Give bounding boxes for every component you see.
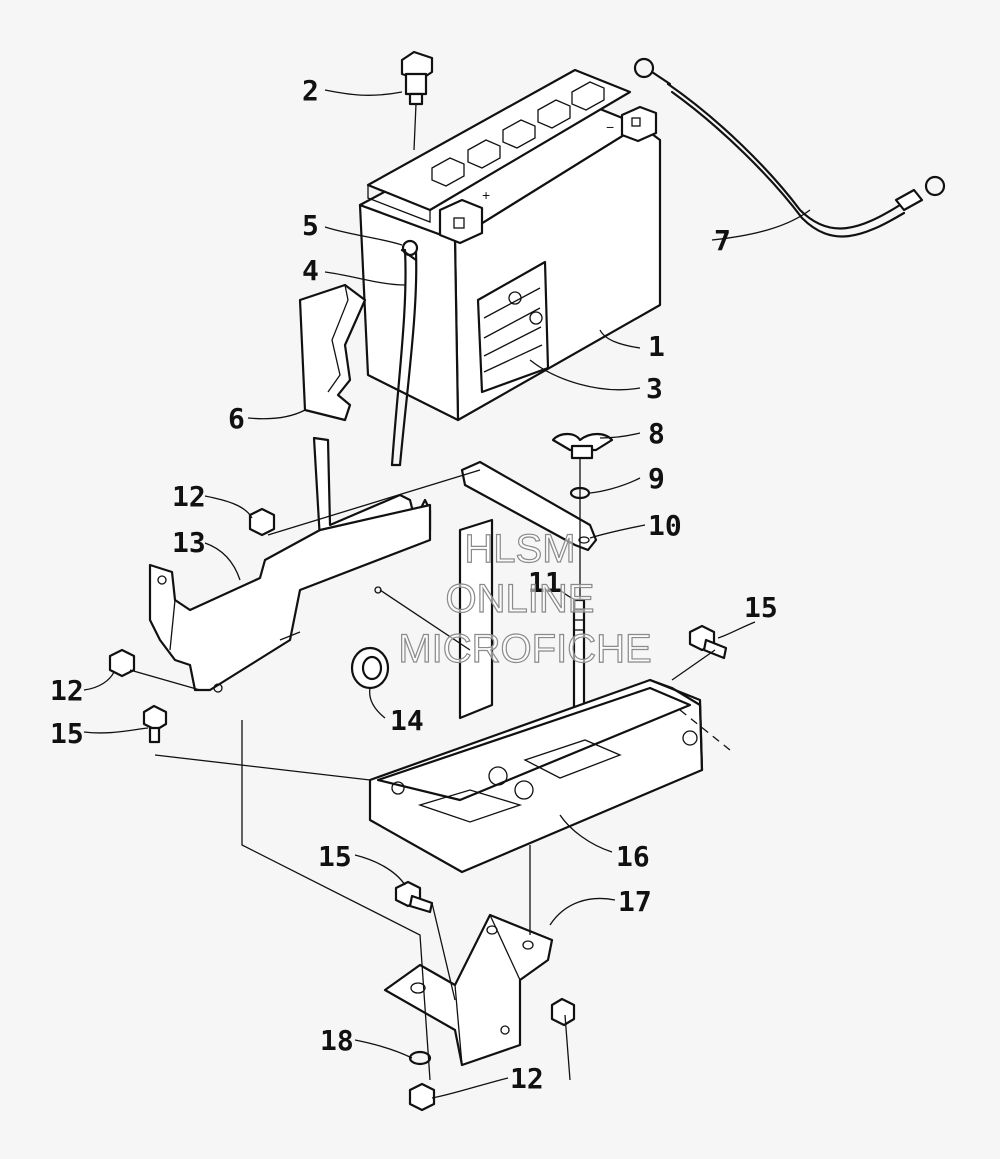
battery: + − <box>358 68 662 422</box>
callout-6: 6 <box>228 402 245 435</box>
watermark-line-3: MICROFICHE <box>398 627 651 671</box>
watermark: HLSM ONLINE MICROFICHE <box>398 526 653 671</box>
callout-14: 14 <box>390 704 424 737</box>
callout-4: 4 <box>302 254 319 287</box>
callout-10: 10 <box>648 509 682 542</box>
flange-nut <box>408 1082 436 1112</box>
callout-3: 3 <box>646 372 663 405</box>
flange-bolt <box>688 624 728 660</box>
watermark-line-2: ONLINE <box>446 577 595 621</box>
callout-13: 13 <box>172 526 206 559</box>
watermark-line-1: HLSM <box>464 527 575 571</box>
grommet <box>350 646 390 690</box>
callout-18: 18 <box>320 1024 354 1057</box>
flange-nut <box>108 648 136 678</box>
flat-washer <box>408 1050 432 1066</box>
flange-nut <box>550 997 576 1027</box>
callout-9: 9 <box>648 462 665 495</box>
assembly-lines <box>129 469 731 1081</box>
callout-12-left: 12 <box>50 674 84 707</box>
callout-17: 17 <box>618 885 652 918</box>
callout-12-upper: 12 <box>172 480 206 513</box>
callout-8: 8 <box>648 417 665 450</box>
callout-5: 5 <box>302 209 319 242</box>
mount-bracket <box>148 436 494 720</box>
callout-7: 7 <box>714 224 731 257</box>
battery-cable <box>633 57 946 238</box>
svg-text:−: − <box>606 119 614 135</box>
callout-2: 2 <box>302 74 319 107</box>
hold-down-bracket <box>460 460 598 552</box>
flange-nut <box>248 507 276 537</box>
callout-15-left: 15 <box>50 717 84 750</box>
svg-text:+: + <box>482 187 490 203</box>
vent-tube <box>390 248 418 467</box>
callout-15-right: 15 <box>744 591 778 624</box>
battery-cover <box>298 283 367 422</box>
callout-11: 11 <box>528 566 562 599</box>
callout-1: 1 <box>648 330 665 363</box>
flange-bolt <box>394 880 434 914</box>
support-bracket <box>383 913 554 1067</box>
flange-bolt <box>142 704 168 744</box>
tube-clamp <box>400 239 419 262</box>
wing-nut <box>551 432 614 460</box>
battery-tray <box>368 678 704 874</box>
callout-16: 16 <box>616 840 650 873</box>
vent-fitting <box>400 50 434 151</box>
callout-12-lower: 12 <box>510 1062 544 1095</box>
callout-leaders <box>83 89 811 1099</box>
callout-15-lower: 15 <box>318 840 352 873</box>
